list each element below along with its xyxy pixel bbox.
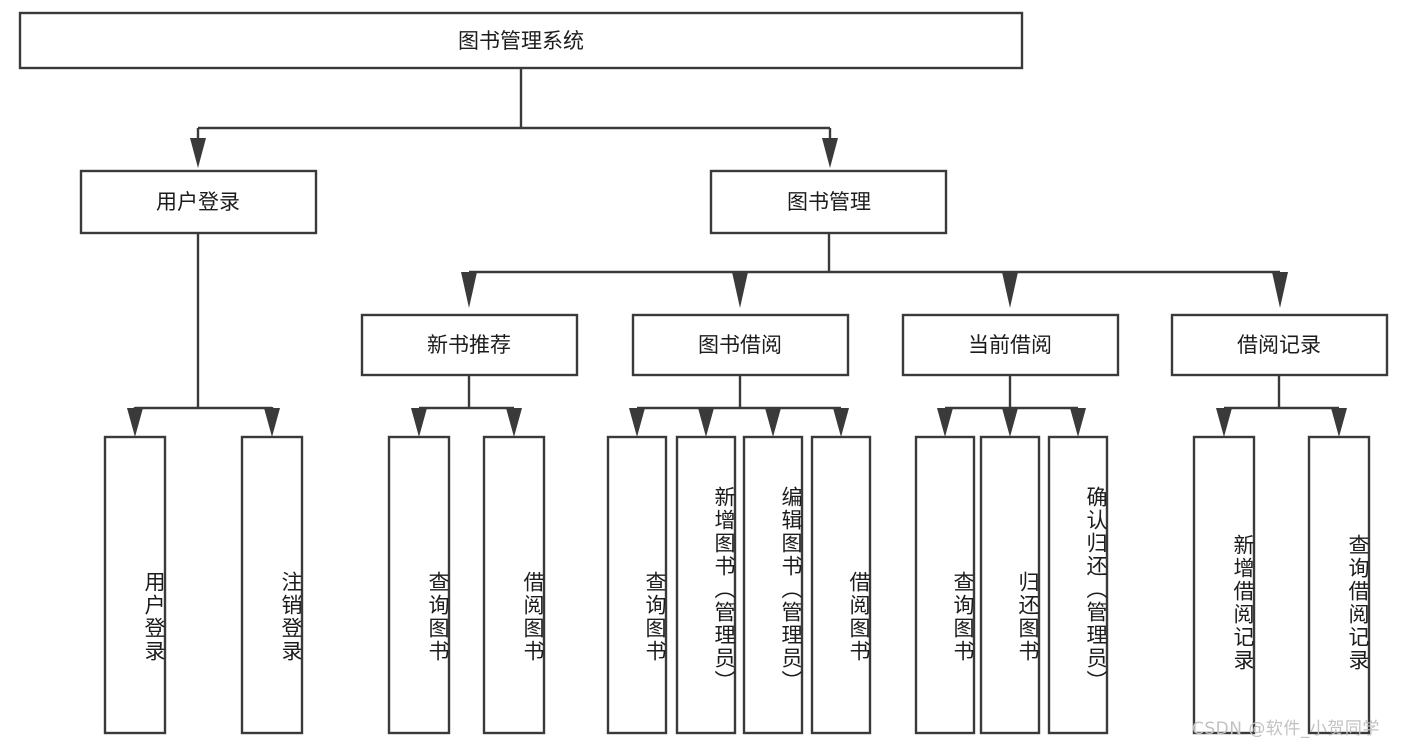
leaf-box-query-record[interactable] <box>1307 435 1371 735</box>
arrow-head-icon <box>765 408 781 437</box>
arrow-head-icon <box>937 408 953 437</box>
arrow-head-icon <box>1331 408 1347 437</box>
arrow-head-icon <box>822 138 838 168</box>
connector-root-to-level2 <box>190 68 838 168</box>
node-user-login[interactable]: 用户登录 <box>79 169 318 235</box>
arrow-head-icon <box>190 138 206 168</box>
user-login-label: 用户登录 <box>156 190 240 214</box>
root-box <box>18 11 1024 70</box>
leaf-box-add-record[interactable] <box>1192 435 1256 735</box>
connector-bookborrow-to-leaves <box>629 375 849 437</box>
connector-borrowrecord-to-leaves <box>1216 375 1347 437</box>
arrow-head-icon <box>833 408 849 437</box>
new-book-recommend-label: 新书推荐 <box>427 333 511 357</box>
arrow-head-icon <box>461 272 477 308</box>
arrow-head-icon <box>698 408 714 437</box>
current-borrow-label: 当前借阅 <box>968 333 1052 357</box>
arrow-head-icon <box>1272 272 1288 308</box>
node-root[interactable]: 图书管理系统 <box>18 11 1024 70</box>
leaf-box-confirm-return[interactable] <box>1047 435 1109 735</box>
arrow-head-icon <box>1002 272 1018 308</box>
arrow-head-icon <box>732 272 748 308</box>
leaf-box-return-book[interactable] <box>979 435 1041 735</box>
connector-newbook-to-leaves <box>411 375 522 437</box>
node-book-borrow[interactable]: 图书借阅 <box>631 313 850 377</box>
csdn-watermark: CSDN @软件_小贺同学 <box>1192 719 1380 739</box>
book-management-label: 图书管理 <box>787 190 871 214</box>
node-new-book-recommend[interactable]: 新书推荐 <box>360 313 579 377</box>
borrow-record-label: 借阅记录 <box>1237 333 1321 357</box>
connector-currentborrow-to-leaves <box>937 375 1086 437</box>
current-borrow-box <box>901 313 1120 377</box>
arrow-head-icon <box>264 408 280 437</box>
arrow-head-icon <box>1070 408 1086 437</box>
leaf-box-query-book-2[interactable] <box>606 435 668 735</box>
book-borrow-label: 图书借阅 <box>698 333 782 357</box>
root-label: 图书管理系统 <box>458 29 584 53</box>
leaf-box-borrow-book-2[interactable] <box>810 435 872 735</box>
user-login-box <box>79 169 318 235</box>
connector-userlogin-to-leaves <box>127 233 280 437</box>
arrow-head-icon <box>506 408 522 437</box>
arrow-head-icon <box>127 408 143 437</box>
arrow-head-icon <box>1002 408 1018 437</box>
leaf-box-edit-book[interactable] <box>742 435 804 735</box>
arrow-head-icon <box>411 408 427 437</box>
node-borrow-record[interactable]: 借阅记录 <box>1170 313 1389 377</box>
leaf-box-borrow-book-1[interactable] <box>482 435 546 735</box>
node-current-borrow[interactable]: 当前借阅 <box>901 313 1120 377</box>
leaf-box-query-book-3[interactable] <box>914 435 976 735</box>
node-book-management[interactable]: 图书管理 <box>709 169 948 235</box>
leaf-box-query-book-1[interactable] <box>387 435 451 735</box>
leaf-box-logout[interactable] <box>240 435 304 735</box>
connector-bookmgmt-to-level3 <box>461 233 1288 308</box>
arrow-head-icon <box>1216 408 1232 437</box>
leaf-box-add-book[interactable] <box>675 435 737 735</box>
new-book-recommend-box <box>360 313 579 377</box>
arrow-head-icon <box>629 408 645 437</box>
leaf-box-user-login[interactable] <box>103 435 167 735</box>
